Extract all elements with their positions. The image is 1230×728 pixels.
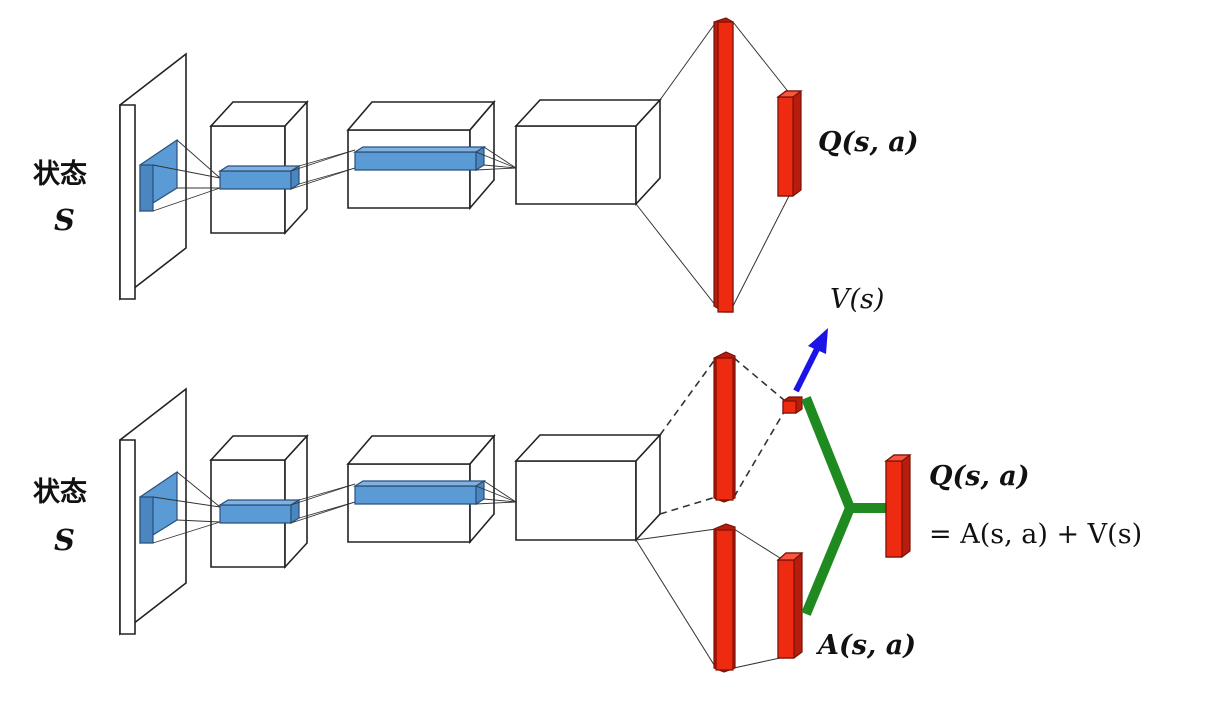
advantage-fc-layer [713,523,736,673]
top-kernel-2 [352,145,487,172]
top-fc-layer [713,17,734,313]
advantage-output-layer [776,552,804,659]
top-projection-lines-2 [290,149,356,190]
value-output-unit [782,396,803,414]
top-conv-layer-3 [514,97,662,207]
top-input-kernel [139,138,178,213]
bottom-projection-lines-1 [152,471,221,544]
top-network [119,17,803,313]
bottom-input-label: 状态 [33,477,87,508]
top-output-q-layer [776,90,803,197]
value-fc-layer [713,351,736,503]
top-input-label: 状态 [33,159,87,190]
value-arrow [793,328,828,393]
bottom-conv-layer-3 [514,432,662,543]
bottom-projection-lines-2 [290,483,356,524]
aggregation-lines [801,396,890,616]
top-input-symbol: S [54,203,75,237]
bottom-network [119,328,912,673]
value-stream-connections [659,357,785,515]
top-conv-layer-1 [209,99,309,236]
bottom-output-q-layer [884,454,912,558]
top-projection-lines-1 [152,139,221,212]
top-fc-connections [635,21,791,307]
top-projection-lines-3 [475,146,517,171]
value-label: V(s) [830,284,885,315]
bottom-kernel-2 [352,479,487,506]
bottom-input-symbol: S [54,523,75,557]
advantage-label: A(s, a) [818,630,916,661]
bottom-output-label: Q(s, a) [929,461,1030,492]
top-output-label: Q(s, a) [818,127,919,158]
bottom-kernel-1 [217,498,302,525]
bottom-projection-lines-3 [475,480,517,505]
bottom-output-equation: = A(s, a) + V(s) [929,519,1143,550]
advantage-stream-connections [635,528,781,669]
top-kernel-1 [217,164,302,191]
